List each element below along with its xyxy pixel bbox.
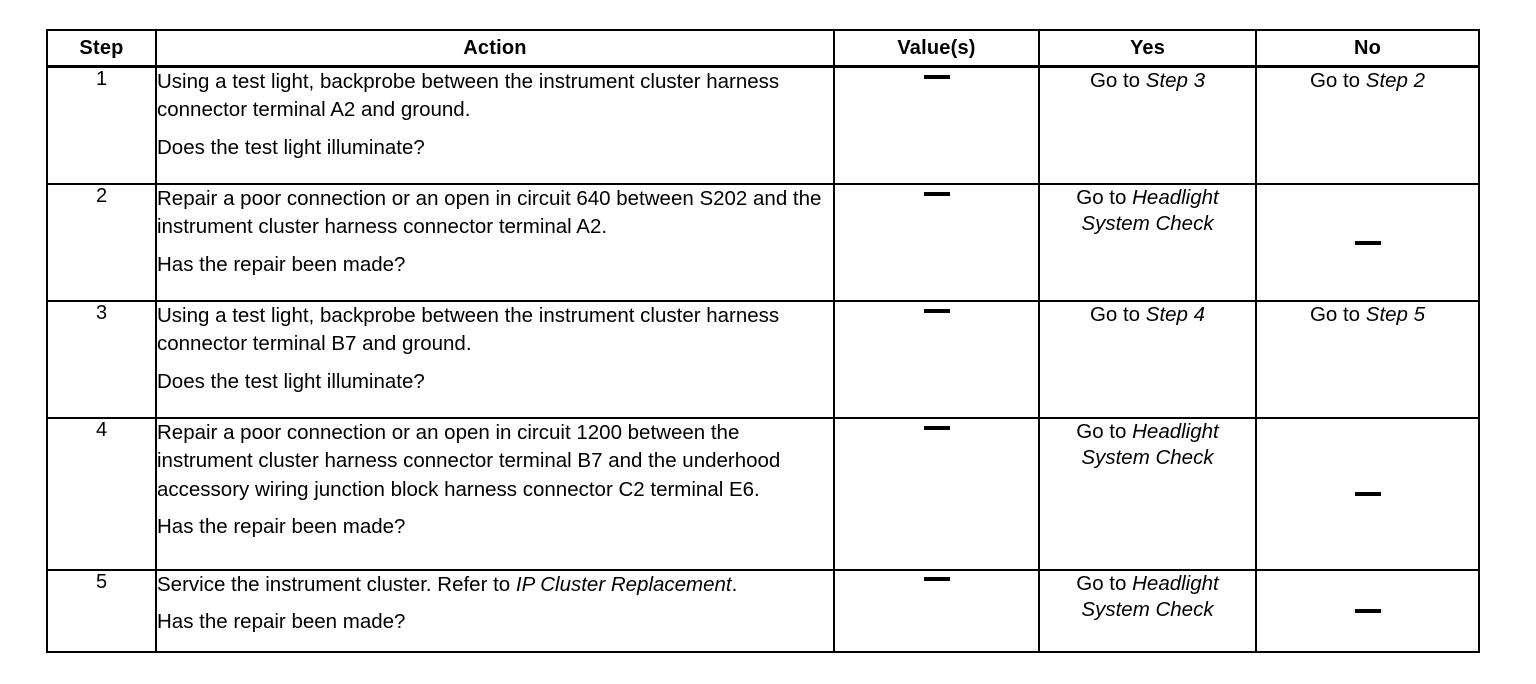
yes-cell: Go to Step 3 [1038, 65, 1257, 186]
no-cell [1255, 417, 1480, 571]
no-cell [1255, 183, 1480, 303]
action-question: Has the repair been made? [157, 514, 406, 538]
yes-target-line2: System Check [1081, 597, 1214, 621]
table-row: 1 Using a test light, backprobe between … [46, 65, 1480, 186]
action-question: Does the test light illuminate? [157, 135, 425, 159]
table-row: 2 Repair a poor connection or an open in… [46, 183, 1480, 303]
action-description: Using a test light, backprobe between th… [157, 304, 780, 356]
em-dash-icon [923, 74, 950, 79]
column-header-values: Value(s) [833, 29, 1040, 68]
value-cell [833, 300, 1040, 420]
action-cell: Using a test light, backprobe between th… [155, 65, 835, 186]
table-row: 5 Service the instrument cluster. Refer … [46, 568, 1480, 653]
action-cell: Using a test light, backprobe between th… [155, 300, 835, 420]
yes-prefix: Go to [1076, 420, 1133, 444]
action-cell: Repair a poor connection or an open in c… [155, 417, 835, 571]
value-cell [833, 568, 1040, 653]
action-cell: Service the instrument cluster. Refer to… [155, 568, 835, 653]
action-description: Using a test light, backprobe between th… [157, 70, 780, 122]
no-prefix: Go to [1309, 69, 1366, 92]
step-number: 2 [46, 183, 157, 303]
action-question: Has the repair been made? [157, 609, 406, 633]
table-header-row: Step Action Value(s) Yes No [46, 29, 1480, 68]
yes-target: Headlight [1132, 186, 1219, 210]
yes-target-line2: System Check [1081, 446, 1214, 470]
value-cell [833, 65, 1040, 186]
action-text-lead: Service the instrument cluster. Refer to [157, 572, 516, 596]
em-dash-icon [1354, 241, 1381, 246]
yes-target: Step 4 [1145, 303, 1206, 327]
em-dash-icon [1354, 609, 1381, 614]
action-cell: Repair a poor connection or an open in c… [155, 183, 835, 303]
yes-prefix: Go to [1076, 571, 1133, 595]
step-number: 4 [46, 417, 157, 571]
yes-prefix: Go to [1089, 303, 1146, 327]
column-header-yes: Yes [1038, 29, 1257, 68]
yes-prefix: Go to [1076, 186, 1133, 210]
yes-cell: Go to Step 4 [1038, 300, 1257, 420]
diagnostic-steps-table: Step Action Value(s) Yes No 1 Using a te… [46, 29, 1480, 653]
action-question: Has the repair been made? [157, 252, 406, 276]
yes-prefix: Go to [1089, 69, 1146, 92]
step-number: 1 [46, 65, 157, 186]
action-reference: IP Cluster Replacement [515, 572, 732, 596]
em-dash-icon [923, 191, 950, 196]
no-cell: Go to Step 5 [1255, 300, 1480, 420]
table-row: 4 Repair a poor connection or an open in… [46, 417, 1480, 571]
action-text-tail: . [731, 572, 738, 596]
em-dash-icon [923, 308, 950, 313]
no-target: Step 2 [1365, 69, 1426, 92]
value-cell [833, 417, 1040, 571]
yes-target: Step 3 [1145, 69, 1206, 92]
action-question: Does the test light illuminate? [157, 369, 425, 393]
table-row: 3 Using a test light, backprobe between … [46, 300, 1480, 420]
step-number: 3 [46, 300, 157, 420]
action-description: Repair a poor connection or an open in c… [157, 187, 822, 239]
column-header-no: No [1255, 29, 1480, 68]
yes-target: Headlight [1132, 571, 1219, 595]
value-cell [833, 183, 1040, 303]
em-dash-icon [923, 577, 950, 582]
no-cell: Go to Step 2 [1255, 65, 1480, 186]
yes-target-line2: System Check [1081, 212, 1214, 236]
em-dash-icon [1354, 492, 1381, 497]
action-description: Repair a poor connection or an open in c… [157, 421, 781, 501]
no-prefix: Go to [1309, 303, 1366, 327]
no-target: Step 5 [1365, 303, 1426, 327]
column-header-action: Action [155, 29, 835, 68]
action-description: Service the instrument cluster. Refer to… [157, 571, 833, 599]
no-cell [1255, 568, 1480, 653]
yes-target: Headlight [1132, 420, 1219, 444]
column-header-step: Step [46, 29, 157, 68]
em-dash-icon [923, 425, 950, 430]
step-number: 5 [46, 568, 157, 653]
